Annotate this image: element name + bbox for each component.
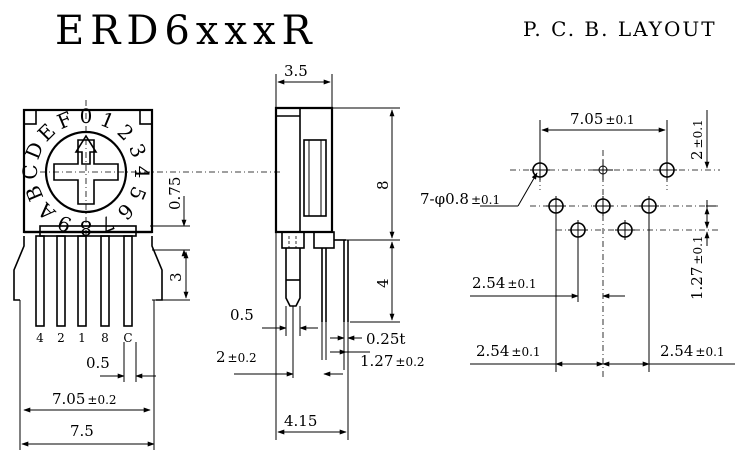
side-lead-right bbox=[151, 236, 163, 301]
body-notch-right bbox=[139, 109, 153, 125]
front-pin bbox=[100, 235, 110, 327]
dim-0-5-front: 0.5 bbox=[86, 354, 110, 372]
side-view: 3.5 8 4 0.5 0.25t 2±0.2 bbox=[216, 62, 425, 440]
dial-label: C bbox=[18, 164, 42, 179]
dim-0-25t: 0.25t bbox=[366, 330, 405, 348]
front-pin bbox=[77, 235, 87, 327]
dial-label: 8 bbox=[80, 216, 93, 240]
front-pin bbox=[123, 235, 133, 327]
hole-spec-label: 7-φ0.8±0.1 bbox=[420, 190, 500, 208]
dim-8: 8 bbox=[374, 180, 392, 190]
side-lead-left bbox=[13, 236, 25, 301]
dim-0-75: 0.75 bbox=[166, 177, 184, 210]
dim-3-5: 3.5 bbox=[284, 62, 308, 80]
dim-2-54-right: 2.54±0.1 bbox=[660, 342, 725, 360]
dim-2-pcb: 2±0.1 bbox=[688, 119, 706, 160]
dim-3: 3 bbox=[167, 272, 185, 282]
dim-2-side: 2±0.2 bbox=[216, 348, 257, 366]
rotor-slot bbox=[53, 139, 119, 205]
pin-label: 2 bbox=[57, 331, 65, 345]
dial-label: A bbox=[32, 198, 60, 226]
dim-4: 4 bbox=[374, 278, 392, 288]
dial-label: 3 bbox=[124, 140, 151, 161]
side-lead-front bbox=[285, 248, 301, 307]
pcb-layout-title: P. C. B. LAYOUT bbox=[523, 17, 717, 41]
pcb-holes bbox=[530, 160, 677, 240]
dim-4-15: 4.15 bbox=[284, 412, 317, 430]
part-number-title: ERD6xxxR bbox=[55, 8, 318, 54]
dim-7-5: 7.5 bbox=[70, 422, 94, 440]
pin-label: 1 bbox=[78, 331, 86, 345]
body-notch-left bbox=[23, 109, 37, 125]
dim-7-05-pcb: 7.05±0.1 bbox=[570, 110, 635, 128]
pin-label: 8 bbox=[101, 331, 109, 345]
side-shaft-window bbox=[303, 139, 327, 217]
dim-1-27-pcb: 1.27±0.1 bbox=[688, 235, 706, 300]
side-bottom-block bbox=[281, 231, 305, 249]
dial-label: E bbox=[33, 119, 60, 146]
dial-label: 5 bbox=[124, 183, 151, 204]
dim-0-5-side: 0.5 bbox=[230, 306, 254, 324]
dim-2-54-left: 2.54±0.1 bbox=[476, 342, 541, 360]
dial-label: 0 bbox=[80, 104, 93, 128]
dial-label: 7 bbox=[97, 210, 118, 237]
dim-7-05-front: 7.05±0.2 bbox=[52, 390, 117, 408]
pcb-layout: 7.05±0.1 2±0.1 1.27±0.1 7-φ0.8±0.1 2.54±… bbox=[420, 110, 735, 380]
dim-1-27-side: 1.27±0.2 bbox=[360, 352, 425, 370]
front-pin bbox=[56, 235, 66, 327]
dial-label: 4 bbox=[130, 166, 154, 179]
pin-label: C bbox=[123, 331, 132, 345]
rotor-pointer-icon bbox=[74, 134, 98, 165]
dim-2-54-upper: 2.54±0.1 bbox=[472, 274, 537, 292]
dial-label: 6 bbox=[113, 199, 139, 225]
front-pin bbox=[35, 235, 45, 327]
dial-label: 2 bbox=[113, 119, 139, 145]
dial-label: 9 bbox=[54, 210, 75, 237]
body-base bbox=[39, 225, 137, 237]
pin-label: 4 bbox=[36, 331, 44, 345]
